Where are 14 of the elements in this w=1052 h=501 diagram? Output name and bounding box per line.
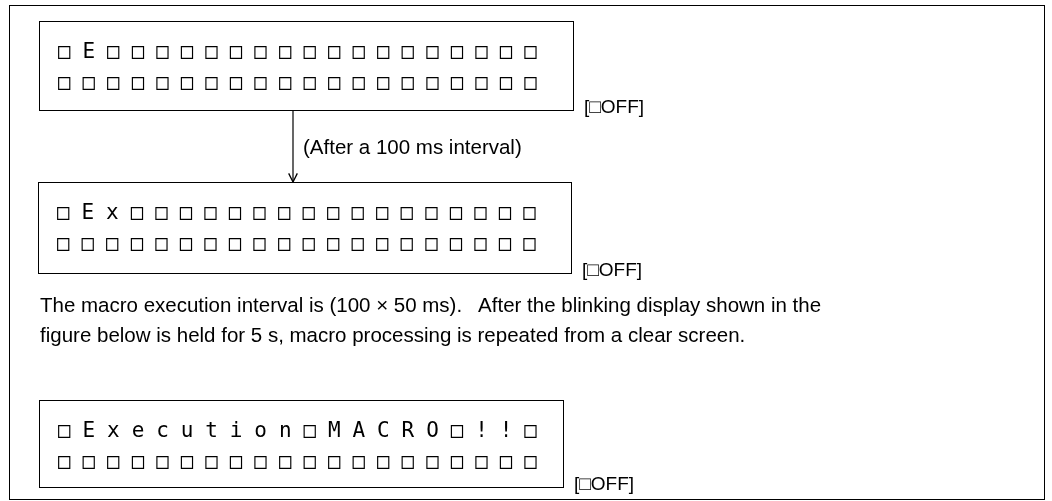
lcd-text-line: □Execution□MACRO□!!□	[58, 417, 549, 444]
lcd-display-panel	[39, 21, 574, 111]
lcd-text-line: □□□□□□□□□□□□□□□□□□□□	[58, 69, 549, 96]
lcd-display-panel	[39, 400, 564, 488]
status-label: [□OFF]	[582, 260, 643, 280]
lcd-display-panel	[38, 182, 572, 274]
lcd-text-line: □□□□□□□□□□□□□□□□□□□□	[58, 448, 549, 475]
diagram-frame	[9, 5, 1045, 500]
status-label: [□OFF]	[584, 97, 645, 117]
lcd-text-line: □Ex□□□□□□□□□□□□□□□□□	[57, 199, 548, 226]
description-paragraph: The macro execution interval is (100 × 50 ms). After the blinking display shown in the figure below is held for 5 s, macro processing is repeated from a clear screen.	[40, 292, 823, 348]
lcd-text-line: □□□□□□□□□□□□□□□□□□□□	[57, 230, 548, 257]
status-label: [□OFF]	[574, 474, 635, 494]
lcd-text-line: □E□□□□□□□□□□□□□□□□□□	[58, 38, 549, 65]
